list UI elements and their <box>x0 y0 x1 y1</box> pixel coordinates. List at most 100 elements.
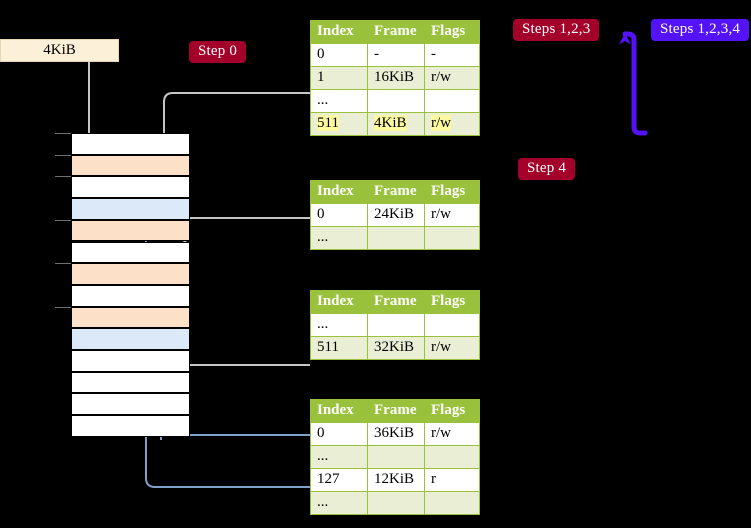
table-cell <box>424 313 480 337</box>
column-header-frame: Frame <box>367 290 425 314</box>
cell-value: r/w <box>431 425 451 441</box>
cell-value: r/w <box>431 115 451 131</box>
cell-value: 16KiB <box>374 69 415 85</box>
table-cell: ... <box>310 89 368 113</box>
memory-frame-row <box>71 350 190 372</box>
table-cell <box>367 89 425 113</box>
purple-flow-arrow <box>619 31 648 136</box>
table-row: 511 4KiB r/w <box>310 112 480 136</box>
column-header-frame: Frame <box>367 20 425 44</box>
table-cell: 1 <box>310 66 368 90</box>
memory-frame-tick <box>55 133 71 134</box>
table-cell <box>367 445 425 469</box>
cell-value: ... <box>317 494 329 510</box>
memory-frame-tick <box>55 219 71 221</box>
cell-value: ... <box>317 316 329 332</box>
memory-frame-row <box>71 263 190 285</box>
table-cell: 0 <box>310 422 368 446</box>
cell-value: r/w <box>431 206 451 222</box>
memory-frame-row <box>71 415 190 437</box>
table-cell: r/w <box>424 203 480 227</box>
table-row: ... <box>310 491 480 515</box>
column-header-flags: Flags <box>424 180 480 204</box>
column-header-frame: Frame <box>367 180 425 204</box>
wire-l3-entry-to-frame <box>180 217 310 244</box>
table-cell: r/w <box>424 66 480 90</box>
cell-value: ... <box>317 448 329 464</box>
table-cell: - <box>367 43 425 67</box>
cell-value: 511 <box>317 339 339 355</box>
cell-value: r/w <box>431 69 451 85</box>
cell-value: r/w <box>431 339 451 355</box>
label-steps-123: Steps 1,2,3 <box>513 19 600 41</box>
cell-value: 0 <box>317 206 325 222</box>
table-cell: 16KiB <box>367 66 425 90</box>
column-header-index: Index <box>310 290 368 314</box>
memory-frame-row <box>71 133 190 155</box>
table-cell: r <box>424 468 480 492</box>
table-row: ... <box>310 313 480 337</box>
label-step-0: Step 0 <box>189 41 247 63</box>
column-header-flags: Flags <box>424 290 480 314</box>
cell-value: 0 <box>317 46 325 62</box>
memory-frame-row <box>71 393 190 416</box>
table-cell: ... <box>310 491 368 515</box>
table-cell: 127 <box>310 468 368 492</box>
memory-frame-row <box>71 241 190 264</box>
physical-memory-column <box>55 133 190 437</box>
column-header-index: Index <box>310 399 368 423</box>
table-cell <box>367 226 425 250</box>
memory-frame-tick <box>55 154 71 156</box>
cell-value: 32KiB <box>374 339 415 355</box>
memory-frame-row <box>71 306 190 329</box>
column-header-index: Index <box>310 20 368 44</box>
label-step-4: Step 4 <box>518 158 576 180</box>
wire-l1-entry-127 <box>145 415 310 488</box>
table-row: ... <box>310 89 480 113</box>
cell-value: ... <box>317 92 329 108</box>
cell-value: 127 <box>317 471 340 487</box>
table-cell: 511 <box>310 336 368 360</box>
table-cell <box>424 226 480 250</box>
table-cell: ... <box>310 226 368 250</box>
cell-value: 4KiB <box>374 115 407 131</box>
table-cell: r/w <box>424 112 480 136</box>
table-cell <box>424 89 480 113</box>
column-header-flags: Flags <box>424 20 480 44</box>
memory-frame-row <box>71 371 190 394</box>
table-cell <box>424 445 480 469</box>
table-cell: 4KiB <box>367 112 425 136</box>
wire-l4-entry-to-frame <box>163 92 310 154</box>
table-cell: 511 <box>310 112 368 136</box>
table-row: 1 16KiB r/w <box>310 66 480 90</box>
memory-frame-row <box>71 176 190 199</box>
table-row: 127 12KiB r <box>310 468 480 492</box>
memory-frame-tick <box>55 306 71 308</box>
cell-value: - <box>374 46 379 62</box>
table-row: 0 24KiB r/w <box>310 203 480 227</box>
memory-frame-tick <box>55 263 71 265</box>
cell-value: 36KiB <box>374 425 415 441</box>
table-row: 0-- <box>310 43 480 67</box>
table-cell: ... <box>310 445 368 469</box>
label-steps-1234: Steps 1,2,3,4 <box>651 19 750 41</box>
frame-size-box: 4KiB <box>0 39 119 62</box>
cell-value: 1 <box>317 69 325 85</box>
cell-value: 24KiB <box>374 206 415 222</box>
table-cell: r/w <box>424 422 480 446</box>
table-cell: r/w <box>424 336 480 360</box>
column-header-index: Index <box>310 180 368 204</box>
cell-value: 12KiB <box>374 471 415 487</box>
table-cell <box>367 313 425 337</box>
table-row: 511 32KiB r/w <box>310 336 480 360</box>
frame-size-label: 4KiB <box>43 42 76 58</box>
cell-value: r <box>431 471 436 487</box>
memory-frame-row <box>71 284 190 307</box>
table-cell: 36KiB <box>367 422 425 446</box>
memory-frame-row <box>71 219 190 242</box>
